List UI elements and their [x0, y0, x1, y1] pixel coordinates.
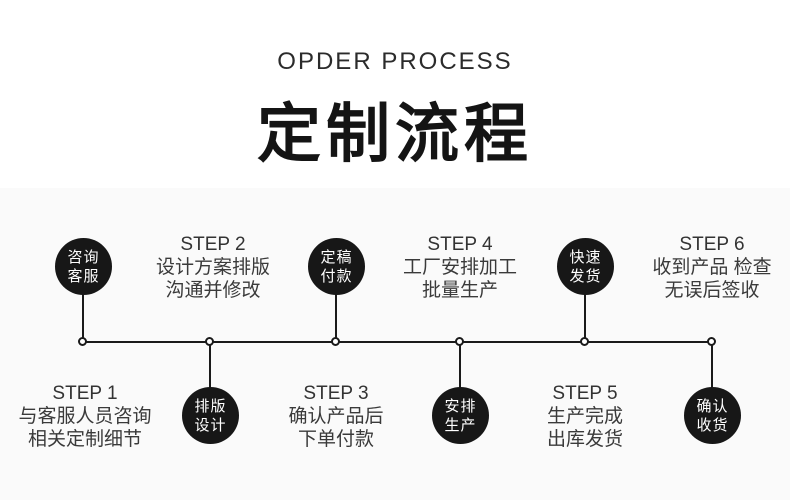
step-4-label: STEP 4 [427, 234, 493, 255]
step-6-node [707, 337, 716, 346]
step-1-desc-line2: 相关定制细节 [27, 429, 142, 450]
step-4-badge-line1: 安排 [444, 397, 477, 415]
diagram-section-background [0, 188, 790, 500]
step-3-connector [335, 294, 337, 342]
step-3-badge-line1: 定稿 [320, 248, 353, 266]
step-4-desc-line2: 批量生产 [421, 280, 498, 301]
step-4-connector [459, 342, 461, 388]
page-title: 定制流程 [257, 98, 533, 170]
step-1-node [78, 337, 87, 346]
step-2-desc: STEP 2 设计方案排版 沟通并修改 [118, 233, 308, 302]
timeline-line [83, 341, 712, 343]
step-2-desc-line1: 设计方案排版 [155, 257, 270, 278]
step-5-desc-line1: 生产完成 [546, 406, 623, 427]
step-3-badge: 定稿 付款 [308, 238, 365, 295]
step-5-desc: STEP 5 生产完成 出库发货 [490, 382, 680, 451]
step-3-label: STEP 3 [303, 383, 369, 404]
step-3-badge-line2: 付款 [320, 267, 353, 285]
step-5-node [580, 337, 589, 346]
step-4-badge: 安排 生产 [432, 387, 489, 444]
step-5-label: STEP 5 [552, 383, 618, 404]
step-4-desc-line1: 工厂安排加工 [402, 257, 517, 278]
step-5-badge-line1: 快速 [569, 248, 602, 266]
step-6-desc-line2: 无误后签收 [664, 280, 760, 301]
step-1-badge-line2: 客服 [67, 267, 100, 285]
step-3-desc: STEP 3 确认产品后 下单付款 [241, 382, 431, 451]
step-3-node [331, 337, 340, 346]
step-2-badge-line1: 排版 [194, 397, 227, 415]
subtitle-en: OPDER PROCESS [277, 48, 513, 75]
step-6-desc-line1: 收到产品 检查 [652, 257, 772, 278]
step-3-desc-line2: 下单付款 [297, 429, 374, 450]
step-5-badge: 快速 发货 [557, 238, 614, 295]
step-2-label: STEP 2 [180, 234, 246, 255]
step-2-badge-line2: 设计 [194, 416, 227, 434]
step-6-desc: STEP 6 收到产品 检查 无误后签收 [617, 233, 790, 302]
step-5-desc-line2: 出库发货 [546, 429, 623, 450]
step-1-label: STEP 1 [52, 383, 118, 404]
step-1-desc-line1: 与客服人员咨询 [18, 406, 152, 427]
step-6-connector [711, 342, 713, 388]
step-2-badge: 排版 设计 [182, 387, 239, 444]
step-5-connector [584, 294, 586, 342]
step-2-node [205, 337, 214, 346]
step-4-badge-line2: 生产 [444, 416, 477, 434]
step-4-node [455, 337, 464, 346]
step-1-connector [82, 294, 84, 342]
step-4-desc: STEP 4 工厂安排加工 批量生产 [365, 233, 555, 302]
step-6-badge-line2: 收货 [696, 416, 729, 434]
step-6-badge-line1: 确认 [696, 397, 729, 415]
step-1-badge: 咨询 客服 [55, 238, 112, 295]
step-2-desc-line2: 沟通并修改 [165, 280, 261, 301]
step-6-label: STEP 6 [679, 234, 745, 255]
step-5-badge-line2: 发货 [569, 267, 602, 285]
step-1-badge-line1: 咨询 [67, 248, 100, 266]
step-3-desc-line1: 确认产品后 [288, 406, 384, 427]
step-6-badge: 确认 收货 [684, 387, 741, 444]
step-1-desc: STEP 1 与客服人员咨询 相关定制细节 [0, 382, 180, 451]
step-2-connector [209, 342, 211, 388]
